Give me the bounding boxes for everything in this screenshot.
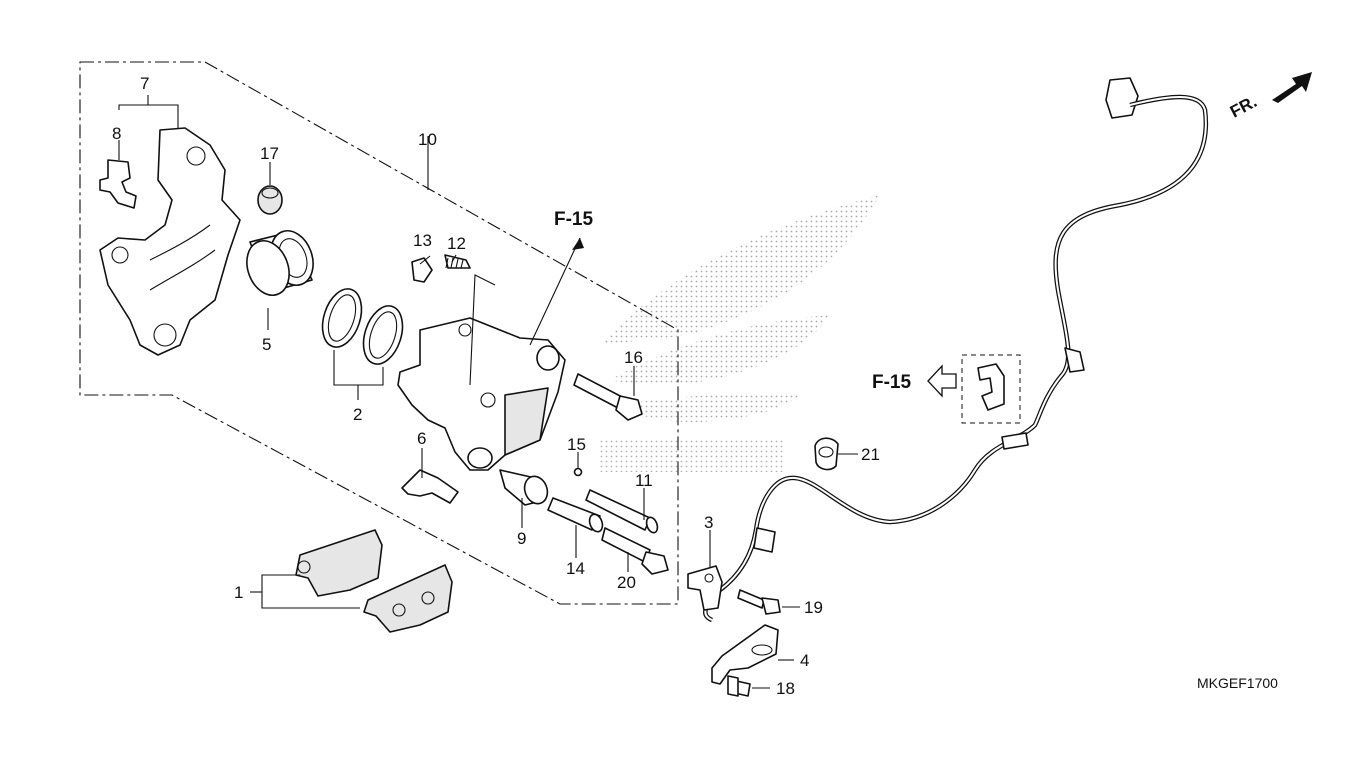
bolt-18 [727, 675, 751, 697]
callout-13: 13 [413, 231, 432, 250]
piston [246, 230, 314, 296]
callout-20: 20 [617, 573, 636, 592]
bolt-19 [737, 589, 781, 615]
diagram-code: MKGEF1700 [1197, 675, 1278, 691]
piston-seals [321, 288, 404, 365]
callout-18: 18 [776, 679, 795, 698]
clamp-21 [814, 437, 839, 471]
callout-10: 10 [418, 130, 437, 149]
f15-outline-arrow [927, 364, 957, 398]
assembly-boundary [79, 61, 679, 605]
bleeder-cap-13 [411, 257, 433, 283]
callout-5: 5 [262, 335, 271, 354]
pin-bolt-16 [573, 373, 643, 421]
callout-19: 19 [804, 598, 823, 617]
oring-15 [573, 467, 583, 477]
f15-leader-upper [529, 237, 581, 346]
callout-7: 7 [140, 74, 149, 93]
callout-12: 12 [447, 234, 466, 253]
wing-logo-watermark [600, 195, 880, 472]
callout-17: 17 [260, 144, 279, 163]
f15-arrowhead [572, 238, 584, 250]
callout-8: 8 [112, 124, 121, 143]
reference-f15-right: F-15 [872, 372, 912, 393]
front-direction-arrow [1272, 72, 1312, 103]
dust-boot-17 [257, 185, 283, 215]
retainer-clip [99, 159, 137, 209]
callout-16: 16 [624, 348, 643, 367]
sensor-stay-4 [711, 624, 779, 685]
callout-2: 2 [353, 405, 362, 424]
callout-21: 21 [861, 445, 880, 464]
sleeve-14 [547, 497, 604, 533]
callout-11: 11 [635, 471, 653, 490]
wheel-speed-sensor-harness [703, 77, 1209, 623]
callout-9: 9 [517, 529, 526, 548]
f15-clamp-detail [961, 354, 1021, 424]
pad-spring [401, 469, 459, 504]
leader-lines [118, 95, 858, 689]
bleeder-screw-12 [444, 254, 471, 269]
callout-6: 6 [417, 429, 426, 448]
reference-f15-upper: F-15 [554, 209, 594, 230]
caliper-body [397, 274, 566, 471]
callout-14: 14 [566, 559, 585, 578]
caliper-bracket [99, 127, 241, 356]
slide-pin-11 [585, 489, 659, 534]
bolt-20 [601, 527, 669, 575]
speed-sensor-3 [687, 565, 723, 611]
front-label: FR. [1227, 92, 1260, 122]
callout-15: 15 [567, 435, 586, 454]
brake-pads [295, 529, 453, 633]
boot-9 [499, 469, 549, 506]
callout-4: 4 [800, 651, 809, 670]
callout-1: 1 [234, 583, 243, 602]
callout-3: 3 [704, 513, 713, 532]
